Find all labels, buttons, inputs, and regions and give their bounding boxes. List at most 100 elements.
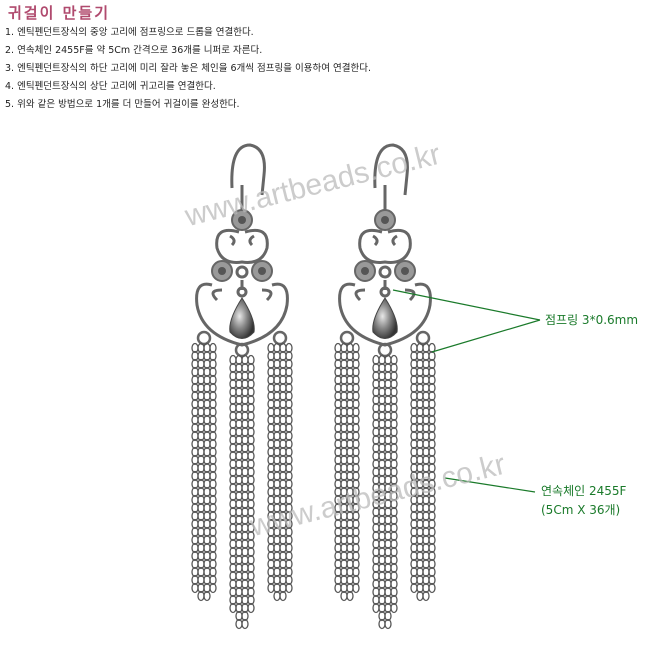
chain-link [285,406,293,418]
chain-link [428,454,436,466]
chain-link [390,498,398,510]
chain-link [384,618,392,630]
chain-link [352,454,360,466]
chain-link [285,470,293,482]
chain-link [352,542,360,554]
chain-loop [339,330,355,346]
chain-link [209,550,217,562]
chain-link [247,458,255,470]
chain-link [390,530,398,542]
top-bead-center [238,216,246,224]
chain-link [247,410,255,422]
right-bead-center [401,267,409,275]
chain-link [247,514,255,526]
chain-link [428,478,436,490]
chain-link [428,470,436,482]
chain-link [285,478,293,490]
chain-link [390,482,398,494]
chain-loop [196,330,212,346]
chain-link [428,566,436,578]
chain-loop [272,330,288,346]
step-4: 4. 엔틱펜던트장식의 상단 고리에 귀고리를 연결한다. [5,81,216,92]
chain-link [428,550,436,562]
chain-link [352,502,360,514]
chain-link [247,586,255,598]
chain-link [352,518,360,530]
right-earring [334,143,436,630]
chain-link [428,438,436,450]
chain-link [390,514,398,526]
chain-link [428,502,436,514]
chain-link [247,546,255,558]
chain-link [209,358,217,370]
chain-link [285,446,293,458]
step-5: 5. 위와 같은 방법으로 1개를 더 만들어 귀걸이를 완성한다. [5,99,240,110]
chain-link [209,350,217,362]
chain-link [428,398,436,410]
chain-link [428,414,436,426]
chain-link [209,342,217,354]
chain-link [352,358,360,370]
chain-link [428,534,436,546]
chain-link [428,430,436,442]
chain-link [209,510,217,522]
chain-link [352,582,360,594]
swirl-frame [215,228,269,264]
chain-link [428,518,436,530]
chain-link [428,358,436,370]
chain-link [209,518,217,530]
chain-link [209,382,217,394]
chain-link [428,582,436,594]
chain-link [285,502,293,514]
chain-link [346,590,354,602]
chain-link [285,582,293,594]
chain-link [428,494,436,506]
chain-link [352,526,360,538]
chain-link [209,558,217,570]
chain-link [241,618,249,630]
chain-link [352,366,360,378]
chain-link [247,466,255,478]
chain-link [352,342,360,354]
chain-link [285,350,293,362]
chain-link [390,362,398,374]
chain-link [209,398,217,410]
chain-link [209,502,217,514]
chain-link [384,610,392,622]
chain-link [352,574,360,586]
chain-link [247,442,255,454]
chain-link [428,558,436,570]
chain-link [247,538,255,550]
chain-link [352,446,360,458]
chain-link [247,594,255,606]
chain-link [247,434,255,446]
step-3: 3. 엔틱펜던트장식의 하단 고리에 미리 잘라 놓은 체인을 6개씩 점프링을… [5,63,371,74]
chain-link [285,374,293,386]
chain-link [390,586,398,598]
chain-link [390,570,398,582]
chain-link [209,366,217,378]
chain-link [352,550,360,562]
center-ring [378,265,392,279]
chain-link [428,542,436,554]
chain-link [209,582,217,594]
chain-link [390,466,398,478]
chain-link [247,498,255,510]
chain-link [209,438,217,450]
chain-link [209,446,217,458]
chain-link [390,602,398,614]
chain-link [428,422,436,434]
chain-link [247,522,255,534]
chain-link [352,566,360,578]
chain-link [209,390,217,402]
chain-link [285,342,293,354]
chain-link [209,462,217,474]
chain-link [352,470,360,482]
page-title: 귀걸이 만들기 [8,4,111,22]
chain-link [247,474,255,486]
jump-ring [236,286,248,298]
chain-link [428,406,436,418]
chain-link [390,522,398,534]
chain-link [352,430,360,442]
chain-link [352,374,360,386]
